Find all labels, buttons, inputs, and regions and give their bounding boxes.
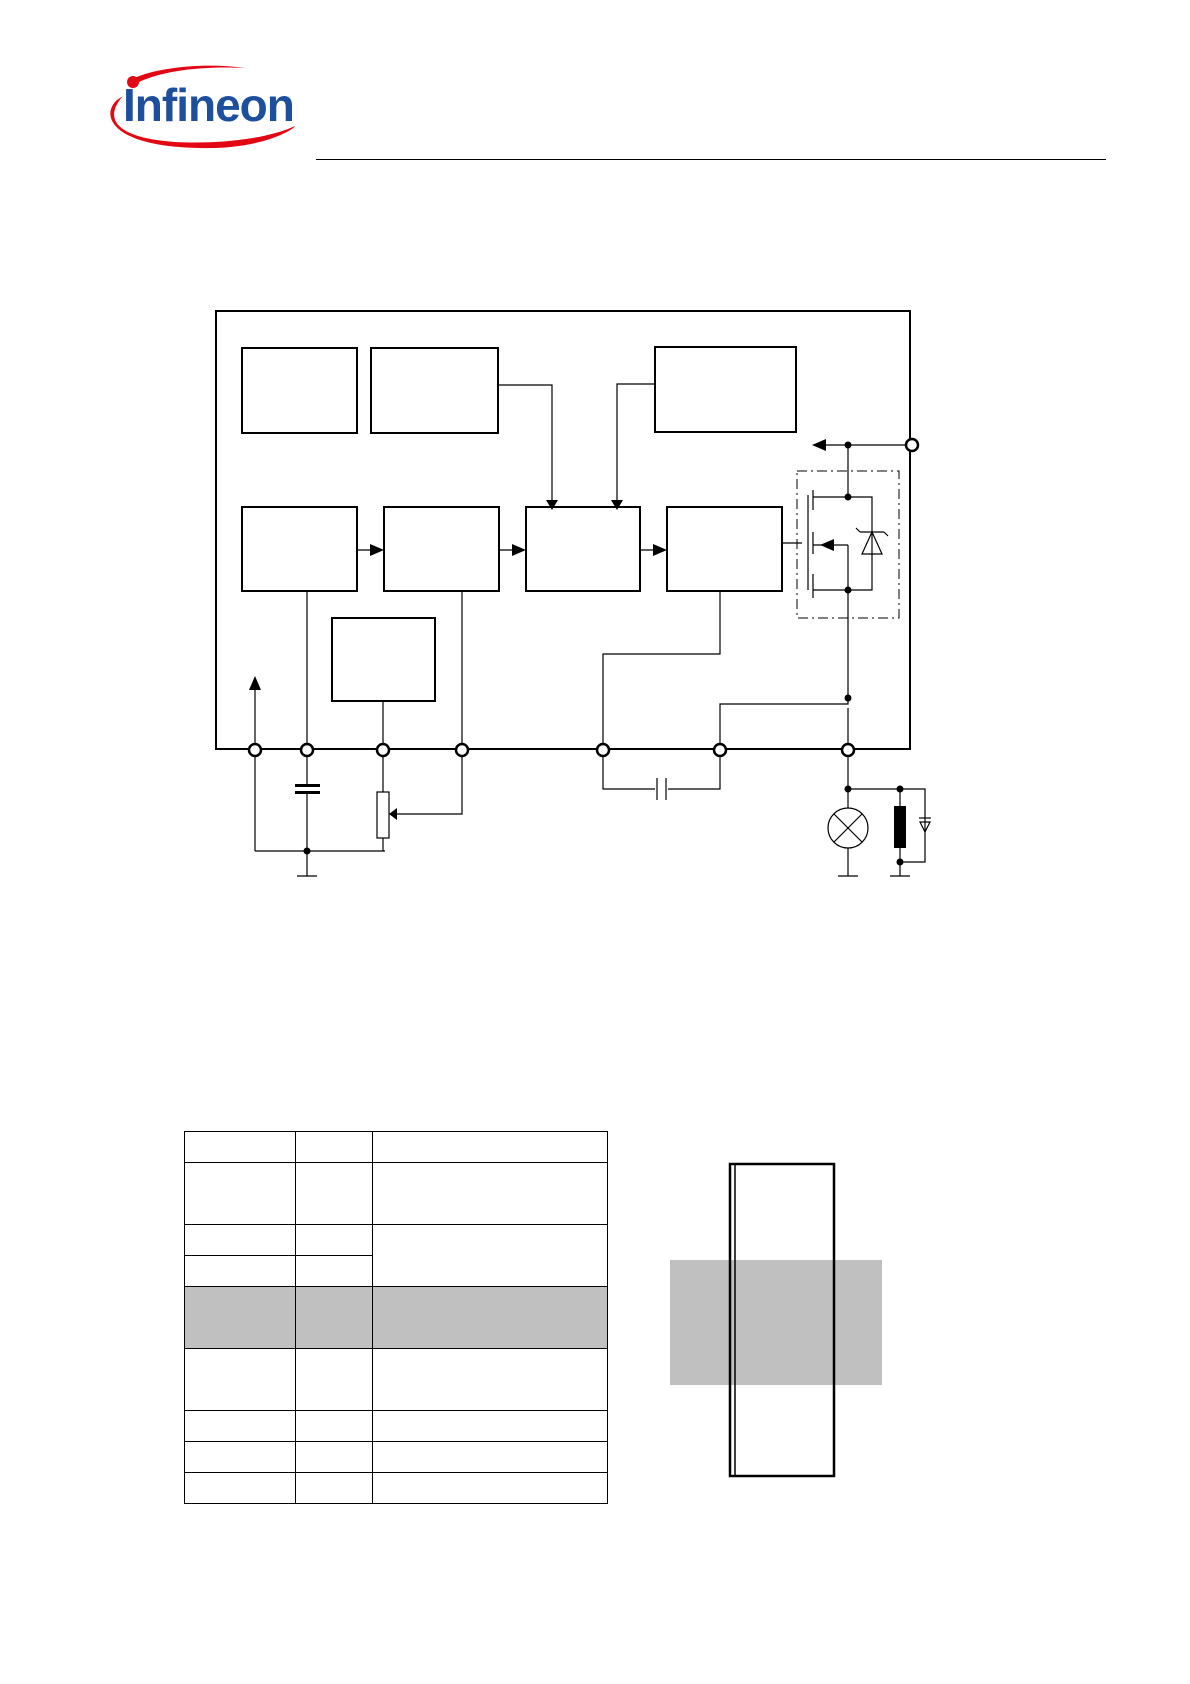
block-4 [241, 506, 358, 592]
table-row [184, 1224, 608, 1287]
table-row [184, 1255, 608, 1287]
pin-circle [454, 742, 470, 758]
pin-circle [247, 742, 263, 758]
table-row [184, 1286, 608, 1349]
block-5 [383, 506, 500, 592]
header-rule [316, 159, 1106, 160]
package-outline [670, 1162, 882, 1478]
pin-circle [840, 742, 856, 758]
block-diagram [215, 310, 931, 877]
brand-wordmark: Infineon [123, 79, 295, 131]
logo-swoosh-icon [110, 65, 295, 149]
table-row [184, 1472, 608, 1504]
pin-circle [299, 742, 315, 758]
block-3 [654, 346, 797, 433]
infineon-logo: Infineon [95, 60, 295, 155]
pin-circle [595, 742, 611, 758]
block-2 [370, 347, 499, 434]
block-1 [241, 347, 358, 434]
pin-circle [904, 437, 920, 453]
chip-outline [215, 310, 911, 750]
pin-circle [712, 742, 728, 758]
block-6 [525, 506, 641, 592]
table-row [184, 1162, 608, 1225]
block-7 [666, 506, 783, 592]
table-row [184, 1348, 608, 1411]
pin-table [184, 1131, 608, 1504]
table-row [184, 1131, 608, 1163]
table-row [184, 1410, 608, 1442]
pin-circle [375, 742, 391, 758]
block-8 [331, 617, 436, 702]
